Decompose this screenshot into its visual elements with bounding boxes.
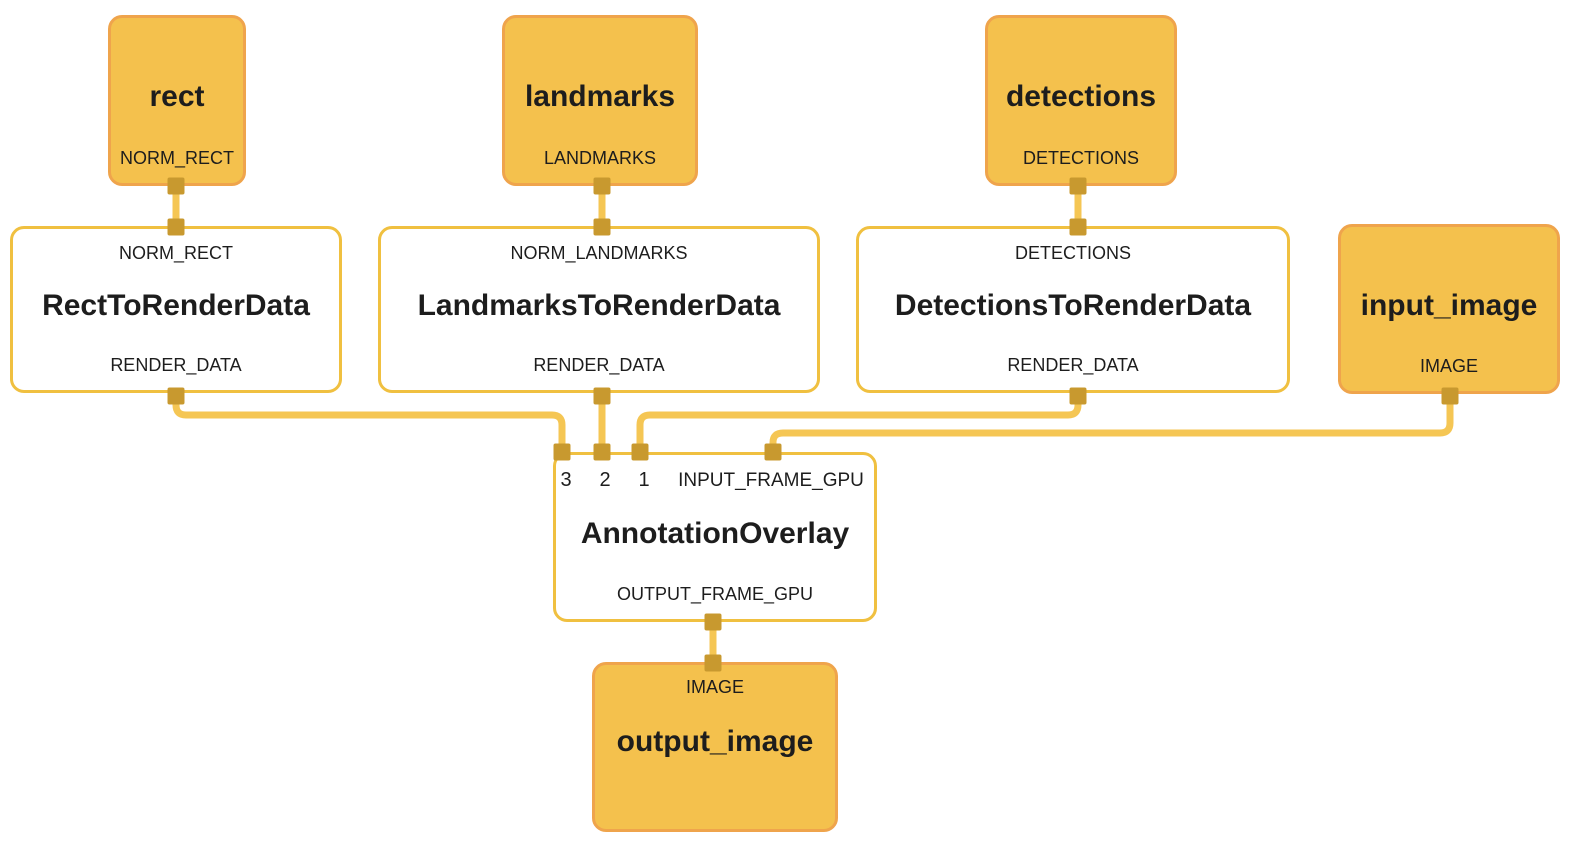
wire <box>172 395 566 452</box>
input-port-label-2: 2 <box>599 469 611 491</box>
node-title: LandmarksToRenderData <box>417 289 781 323</box>
input-port-label: DETECTIONS <box>1014 243 1131 263</box>
node-annotation-overlay[interactable]: 3 2 1 INPUT_FRAME_GPU AnnotationOverlay … <box>553 452 877 622</box>
node-input-image[interactable]: input_image IMAGE <box>1338 224 1560 394</box>
input-port-label: IMAGE <box>685 677 744 697</box>
output-port-label: RENDER_DATA <box>1007 355 1139 375</box>
node-title: RectToRenderData <box>42 289 310 323</box>
input-port-label-frame: INPUT_FRAME_GPU <box>678 470 864 491</box>
node-rect-to-render-data[interactable]: NORM_RECT RectToRenderData RENDER_DATA <box>10 226 342 393</box>
wire <box>769 395 1454 452</box>
input-port-label: NORM_LANDMARKS <box>510 243 688 263</box>
output-port-label: RENDER_DATA <box>533 355 665 375</box>
wire <box>636 395 1082 452</box>
output-port-label: LANDMARKS <box>543 148 657 168</box>
node-title: input_image <box>1360 288 1538 322</box>
input-port-label-3: 3 <box>560 469 572 491</box>
output-port-label: OUTPUT_FRAME_GPU <box>616 584 814 604</box>
input-port-label: NORM_RECT <box>118 243 233 263</box>
node-title: DetectionsToRenderData <box>894 289 1252 323</box>
output-port-label: NORM_RECT <box>119 148 234 168</box>
output-port-label: RENDER_DATA <box>110 355 242 375</box>
node-title: detections <box>1005 80 1157 114</box>
node-title: landmarks <box>524 80 676 114</box>
node-landmarks-to-render-data[interactable]: NORM_LANDMARKS LandmarksToRenderData REN… <box>378 226 820 393</box>
node-title: rect <box>149 80 205 114</box>
node-title: output_image <box>616 725 814 759</box>
node-detections-to-render-data[interactable]: DETECTIONS DetectionsToRenderData RENDER… <box>856 226 1290 393</box>
node-title: AnnotationOverlay <box>580 516 850 550</box>
output-port-label: DETECTIONS <box>1022 148 1139 168</box>
input-port-label-1: 1 <box>638 469 650 491</box>
node-detections[interactable]: detections DETECTIONS <box>985 15 1177 186</box>
node-rect[interactable]: rect NORM_RECT <box>108 15 246 186</box>
node-landmarks[interactable]: landmarks LANDMARKS <box>502 15 698 186</box>
node-output-image[interactable]: IMAGE output_image <box>592 662 838 832</box>
output-port-label: IMAGE <box>1419 356 1478 376</box>
